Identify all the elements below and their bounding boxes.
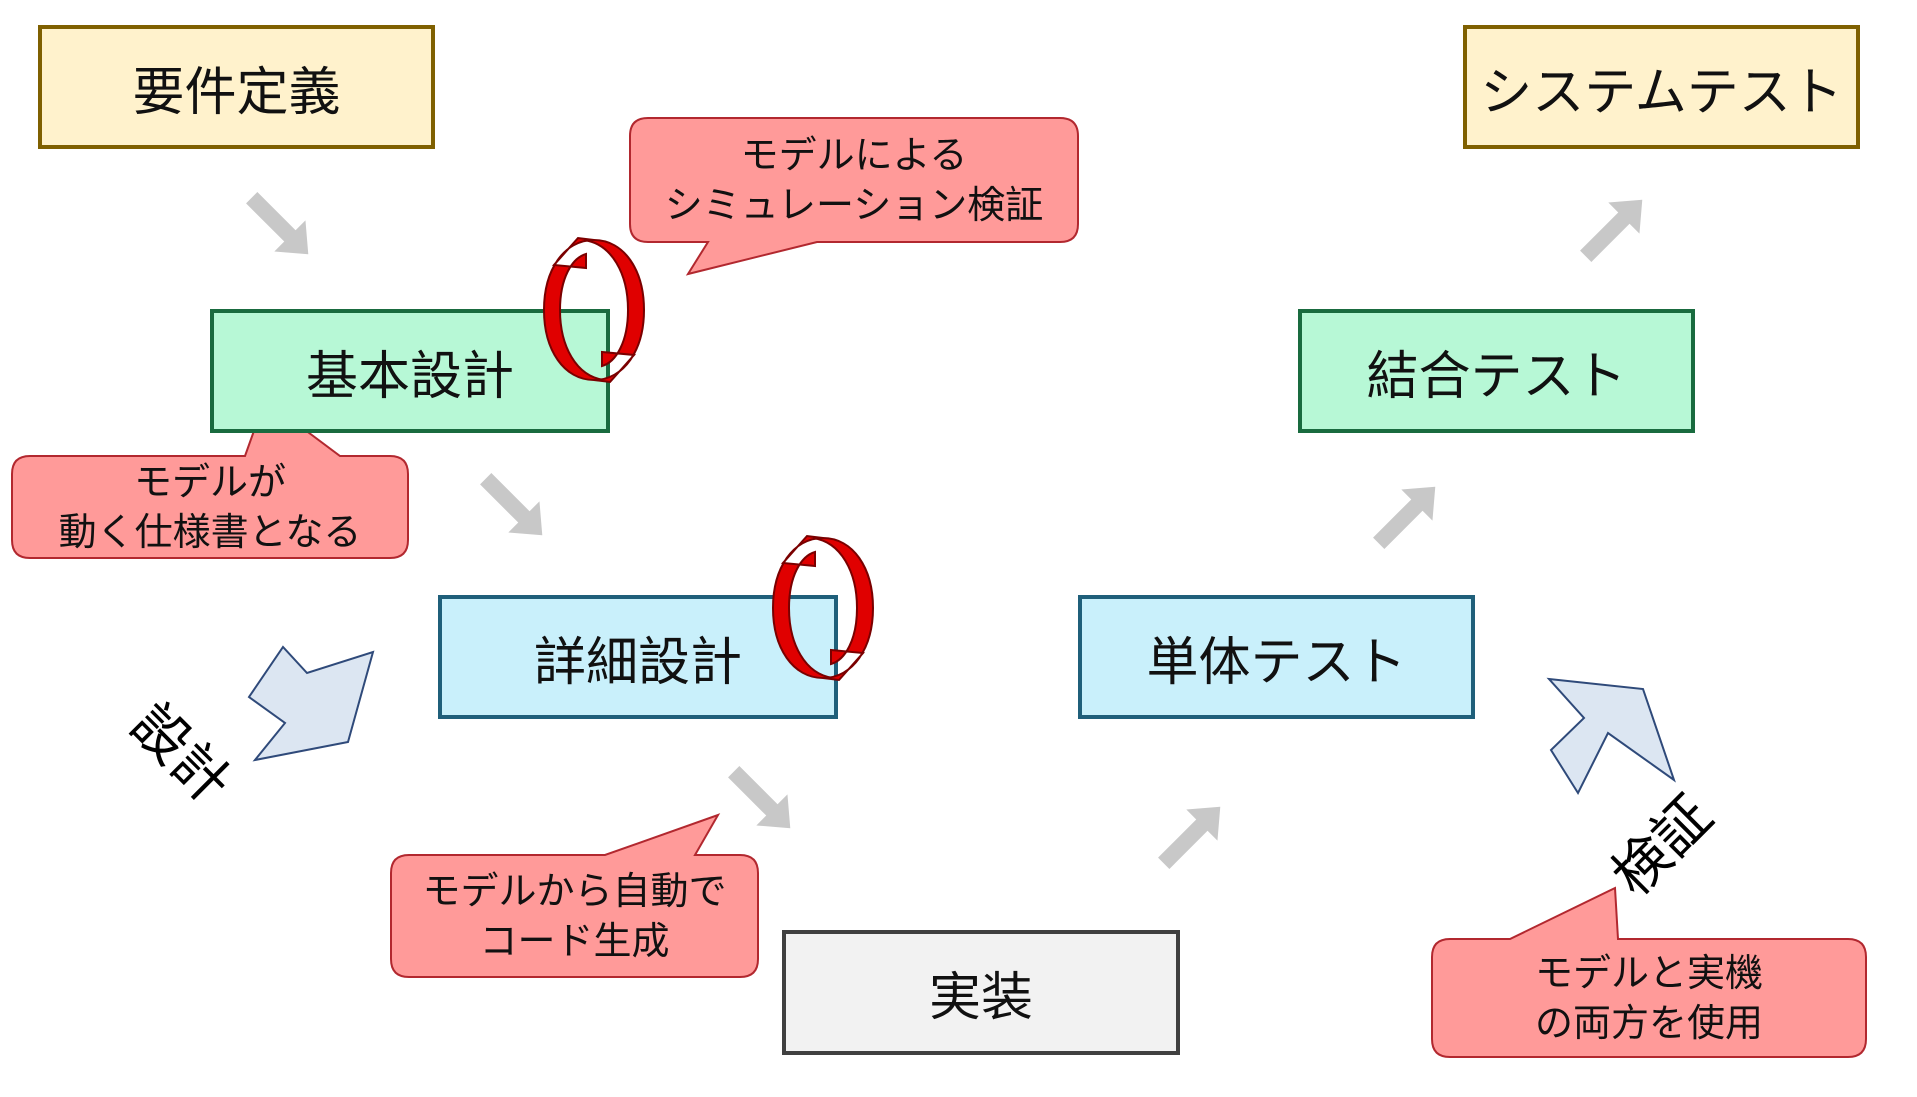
gray-flow-arrow-icon [480,473,543,536]
callout-line: 動く仕様書となる [58,510,362,554]
gray-flow-arrow-icon [1158,806,1221,869]
stage-integration-test: 結合テスト [1298,309,1695,433]
callout-line: シミュレーション検証 [664,183,1044,227]
block-arrow-icon [247,645,375,762]
flow-arrow-integration-to-system [1580,199,1643,262]
callout-line: モデルによる [740,133,968,177]
flow-arrow-req-to-basic [246,192,309,255]
flow-arrow-detail-to-impl [728,766,791,829]
gray-flow-arrow-icon [1373,486,1436,549]
callout-line: モデルと実機 [1534,951,1763,995]
callout-executable-spec: モデルが 動く仕様書となる [12,456,408,558]
flow-arrow-impl-to-unit [1158,806,1221,869]
callout-simulation: モデルによる シミュレーション検証 [630,118,1078,242]
stage-system-test: システムテスト [1463,25,1860,149]
flow-arrow-unit-to-integration [1373,486,1436,549]
flow-arrow-basic-to-detail [480,473,543,536]
callout-line: モデルから自動で [422,869,727,913]
callout-model-and-hw: モデルと実機 の両方を使用 [1432,939,1866,1057]
gray-flow-arrow-icon [728,766,791,829]
stage-implementation: 実装 [782,930,1180,1055]
callout-bubble-simulation [629,117,1079,276]
gray-flow-arrow-icon [246,192,309,255]
gray-flow-arrow-icon [1580,199,1643,262]
callout-line: の両方を使用 [1534,1001,1763,1045]
callout-line: モデルが [133,460,286,504]
stage-detailed-design: 詳細設計 [438,595,838,719]
stage-requirements: 要件定義 [38,25,435,149]
stage-unit-test: 単体テスト [1078,595,1475,719]
block-arrow-icon [1546,677,1676,796]
callout-bubble-code-gen [390,813,759,978]
stage-basic-design: 基本設計 [210,309,610,433]
callout-bubble-executable-spec [11,398,409,559]
callout-bubble-model-and-hw [1431,886,1867,1058]
callout-line: コード生成 [479,919,670,963]
callout-code-gen: モデルから自動で コード生成 [391,855,758,977]
